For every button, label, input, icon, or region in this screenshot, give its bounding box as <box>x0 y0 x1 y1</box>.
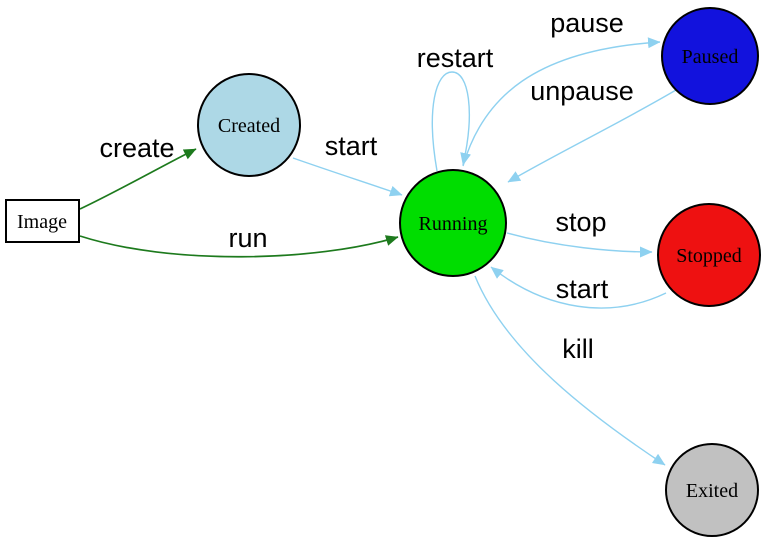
edge-kill <box>474 275 666 466</box>
edge-pause <box>462 37 661 167</box>
node-exited <box>665 443 759 537</box>
node-label-stopped: Stopped <box>676 245 742 267</box>
edge-label-stop: stop <box>555 207 606 237</box>
node-created <box>197 73 301 177</box>
edge-start-bottom <box>490 266 667 309</box>
node-label-created: Created <box>218 115 280 137</box>
node-stopped <box>657 203 761 307</box>
edge-label-run: run <box>228 223 267 253</box>
edge-label-restart: restart <box>417 43 494 73</box>
node-label-paused: Paused <box>682 46 739 68</box>
node-image <box>5 199 80 243</box>
edge-label-start-bottom: start <box>556 274 609 304</box>
node-paused <box>661 7 759 105</box>
edge-unpause <box>507 89 677 183</box>
edge-start-top <box>292 157 403 197</box>
node-running <box>399 169 507 277</box>
node-label-exited: Exited <box>686 480 738 502</box>
edge-stop <box>506 232 653 258</box>
edge-restart <box>431 71 472 172</box>
edge-label-start-top: start <box>325 131 378 161</box>
node-label-running: Running <box>419 213 488 235</box>
edge-label-create: create <box>99 133 174 163</box>
edge-run <box>79 235 399 258</box>
edge-label-kill: kill <box>562 334 594 364</box>
edge-create <box>79 148 197 210</box>
edge-label-pause: pause <box>550 8 624 38</box>
node-label-image: Image <box>17 211 67 233</box>
edge-label-unpause: unpause <box>530 76 634 106</box>
